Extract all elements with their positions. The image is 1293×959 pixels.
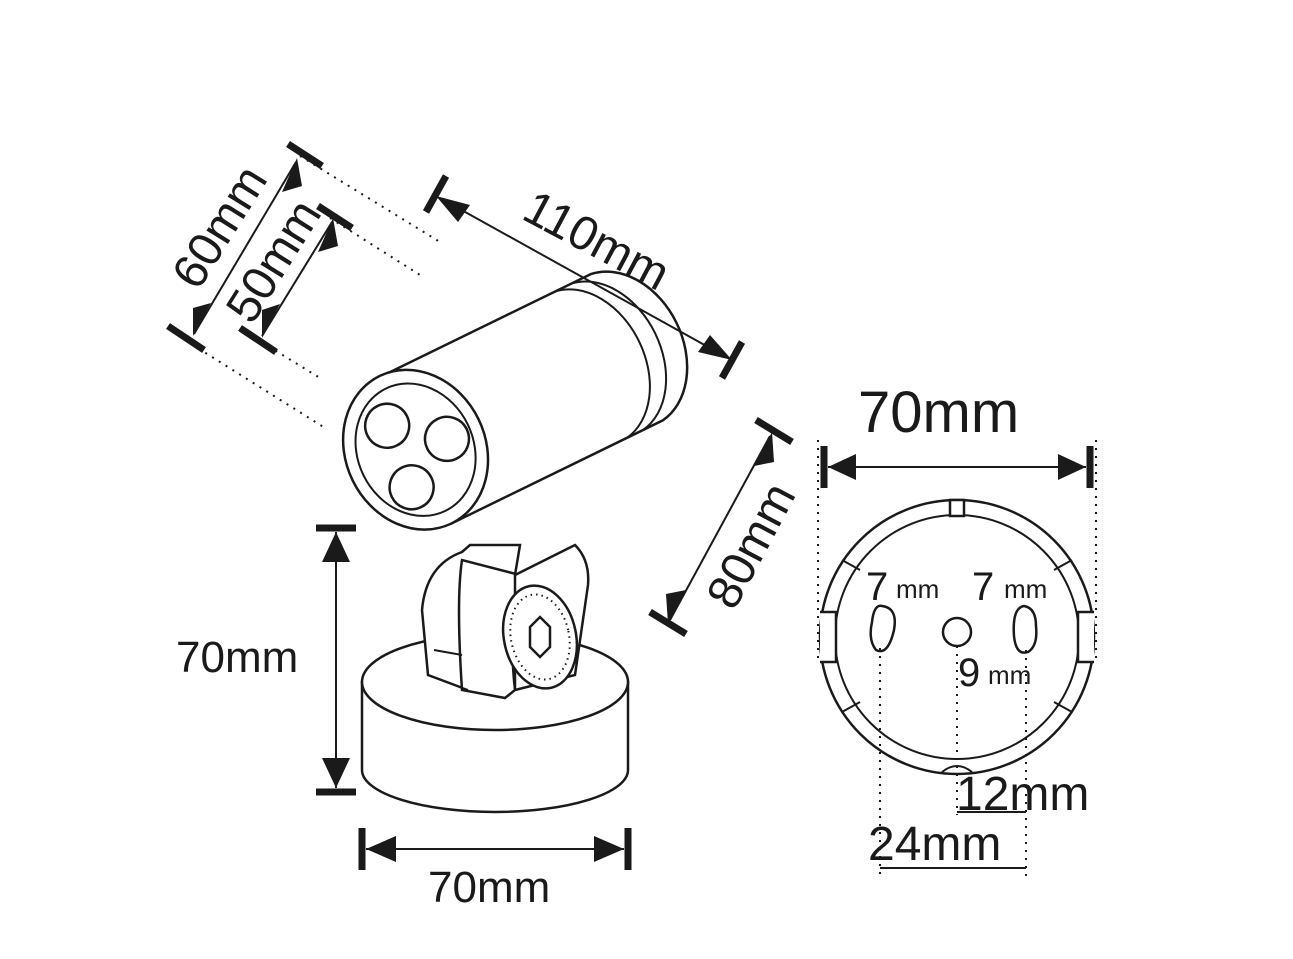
- label-center-hole-unit: mm: [988, 660, 1031, 690]
- dim-total-height: 70mm: [176, 524, 356, 796]
- label-slot-right-value: 7: [972, 565, 994, 609]
- label-center-hole-value: 9: [958, 651, 980, 695]
- led-lens: [423, 415, 471, 463]
- dim-plate-diameter: 70mm: [820, 380, 1094, 488]
- label-slot-left-unit: mm: [896, 574, 939, 604]
- base-plate: [818, 498, 1096, 776]
- label-slot-left-value: 7: [866, 565, 888, 609]
- label-70mm-plate: 70mm: [858, 380, 1019, 445]
- dim-offset: 12mm: [956, 768, 1089, 821]
- label-80mm-body: 80mm: [697, 475, 806, 618]
- dim-body-height: 80mm: [648, 417, 806, 637]
- label-slot-right-unit: mm: [1004, 574, 1047, 604]
- base-plate-figure: 70mm 7 mm 7 mm 9 mm: [817, 380, 1097, 878]
- led-lens: [388, 464, 435, 511]
- led-lens: [363, 402, 411, 450]
- dim-slot-spacing: 24mm: [868, 818, 1026, 871]
- spotlight-head: [341, 270, 689, 531]
- adjustment-knob: [501, 584, 579, 690]
- mounting-slot-left: [869, 604, 896, 653]
- dim-base-width: 70mm: [358, 828, 632, 912]
- spotlight-figure: 60mm 50mm 110mm 80mm: [162, 141, 806, 912]
- mounting-slot-right: [1012, 604, 1038, 654]
- center-hole: [941, 616, 973, 648]
- label-24mm: 24mm: [868, 818, 1001, 871]
- label-70mm-width: 70mm: [428, 863, 550, 912]
- label-70mm-height: 70mm: [176, 633, 298, 682]
- label-12mm: 12mm: [956, 768, 1089, 821]
